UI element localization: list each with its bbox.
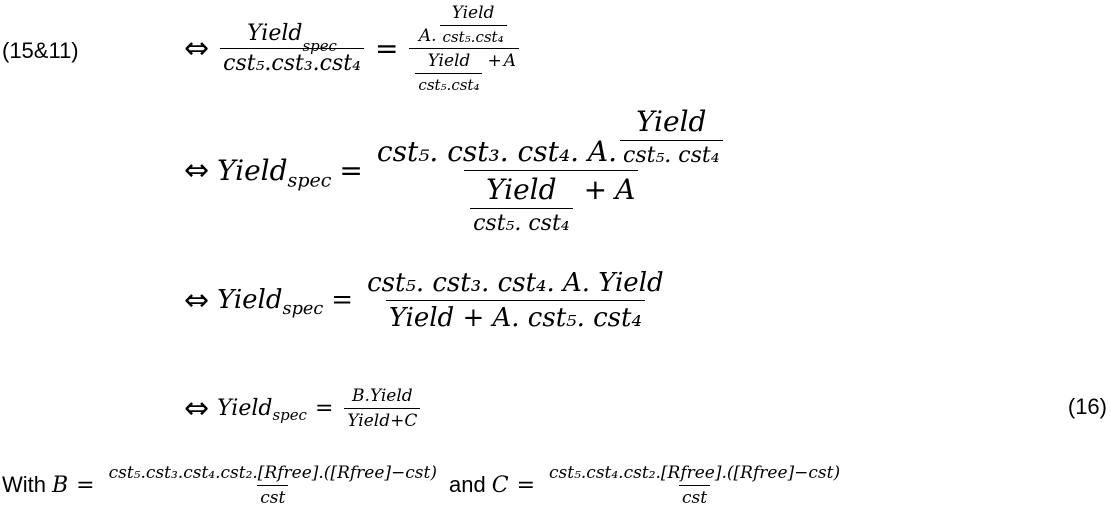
equals-sign: = bbox=[314, 395, 334, 421]
with-label: With bbox=[2, 472, 46, 497]
fraction-denominator: Yield+C bbox=[344, 407, 421, 431]
fraction-numerator: B.Yield bbox=[352, 385, 413, 406]
nested-fraction: Yield cst₅. cst₄ bbox=[620, 105, 723, 168]
fraction-c: cst₅.cst₄.cst₂.[Rfree].([Rfree]−cst) cst bbox=[546, 463, 843, 508]
equation-reference-15-11: (15&11) bbox=[2, 38, 79, 63]
fraction-numerator: cst₅. cst₃. cst₄. A. Yield cst₅. cst₄ bbox=[374, 105, 729, 170]
fraction-denominator: Yield + A. cst₅. cst₄ bbox=[385, 299, 645, 333]
yield-spec-lhs: Yieldspec bbox=[217, 395, 307, 424]
fraction-denominator: Yield cst₅.cst₄ +A bbox=[409, 47, 520, 94]
fraction-denominator: cst₅.cst₃.cst₄ bbox=[220, 47, 364, 76]
equals-sign: = bbox=[516, 472, 535, 498]
iff-symbol: ⇔ bbox=[184, 282, 210, 318]
fraction-numerator: cst₅.cst₄.cst₂.[Rfree].([Rfree]−cst) bbox=[549, 462, 841, 483]
equation-line-4: ⇔ Yieldspec = B.Yield Yield+C bbox=[176, 376, 423, 440]
yield-spec-lhs: Yieldspec bbox=[217, 153, 332, 192]
iff-symbol: ⇔ bbox=[184, 30, 210, 66]
equals-sign: = bbox=[331, 285, 354, 315]
fraction-denominator: cst bbox=[679, 484, 711, 508]
yield-spec-lhs: Yieldspec bbox=[217, 285, 324, 320]
fraction-denominator: cst bbox=[257, 484, 289, 508]
iff-symbol: ⇔ bbox=[184, 152, 210, 188]
nested-fraction: Yield cst₅.cst₄ bbox=[439, 3, 507, 46]
equals-sign: = bbox=[374, 31, 399, 65]
fraction-numerator: A. Yield cst₅.cst₄ bbox=[416, 3, 513, 48]
fraction-b: cst₅.cst₃.cst₄.cst₂.[Rfree].([Rfree]−cst… bbox=[106, 463, 440, 508]
fraction-numerator: cst₅.cst₃.cst₄.cst₂.[Rfree].([Rfree]−cst… bbox=[108, 462, 437, 483]
var-c: C bbox=[491, 472, 509, 498]
and-label: and bbox=[449, 472, 486, 497]
equation-line-3: ⇔ Yieldspec = cst₅. cst₃. cst₄. A. Yield… bbox=[176, 252, 670, 348]
equation-reference-16: (16) bbox=[1067, 394, 1107, 419]
equation-line-2: ⇔ Yieldspec = cst₅. cst₃. cst₄. A. Yield… bbox=[176, 100, 732, 240]
fraction-rhs: cst₅. cst₃. cst₄. A. Yield cst₅. cst₄ Yi… bbox=[374, 105, 729, 236]
fraction-rhs: B.Yield Yield+C bbox=[344, 385, 421, 431]
fraction-denominator: Yield cst₅. cst₄ +A bbox=[464, 169, 639, 236]
nested-fraction: Yield cst₅. cst₄ bbox=[470, 173, 573, 236]
equals-sign: = bbox=[339, 153, 363, 187]
fraction-numerator: cst₅. cst₃. cst₄. A. Yield bbox=[367, 267, 664, 298]
equals-sign: = bbox=[76, 472, 95, 498]
iff-symbol: ⇔ bbox=[184, 390, 210, 426]
definitions-line: With B = cst₅.cst₃.cst₄.cst₂.[Rfree].([R… bbox=[2, 456, 846, 514]
fraction-rhs: cst₅. cst₃. cst₄. A. Yield Yield + A. cs… bbox=[364, 268, 667, 333]
fraction-rhs: A. Yield cst₅.cst₄ Yield cst₅.cst₄ +A bbox=[409, 3, 520, 94]
nested-fraction: Yield cst₅.cst₄ bbox=[415, 51, 483, 94]
var-b: B bbox=[52, 472, 69, 498]
